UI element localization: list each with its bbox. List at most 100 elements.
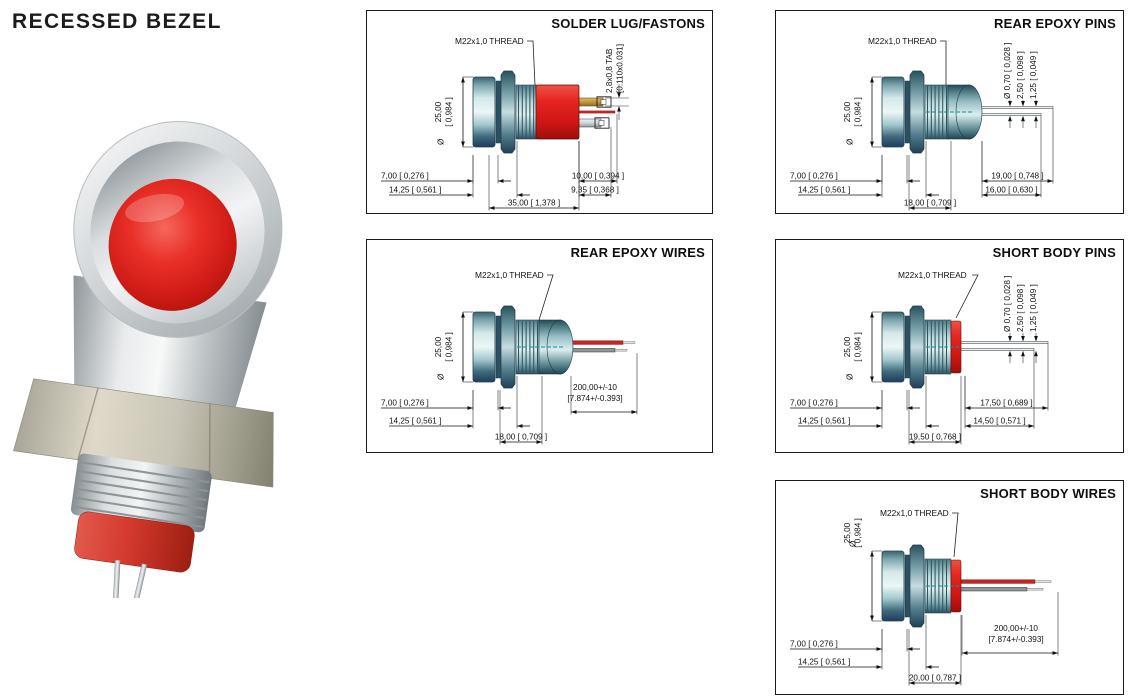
dim-arrow xyxy=(1021,115,1025,122)
wire-length-label: [7.874+/-0.393] xyxy=(567,394,622,403)
dim-label-rotated: 2,50 [ 0,098 ] xyxy=(1016,51,1025,99)
faston-tab-upper xyxy=(578,97,604,107)
thread-ridge xyxy=(73,505,203,528)
dim-arrow xyxy=(876,665,882,669)
dim-arrow xyxy=(461,312,465,318)
washer xyxy=(904,80,910,144)
wire-grey-stripped-end xyxy=(1026,588,1044,591)
dim-arrow xyxy=(498,406,504,410)
contact-pin-lower xyxy=(958,348,1035,351)
dim-label: 7,00 [ 0,276 ] xyxy=(790,171,838,180)
dim-arrow xyxy=(965,424,971,428)
dim-label: 14,25 [ 0,561 ] xyxy=(798,416,850,425)
dim-arrow xyxy=(945,206,951,210)
dim-label: 20,00 [ 0,787 ] xyxy=(909,673,961,682)
dim-arrow xyxy=(1034,336,1038,342)
dim-label: 7,00 [ 0,276 ] xyxy=(790,639,838,648)
washer xyxy=(904,315,910,379)
indicator-photo-group xyxy=(13,121,283,606)
panel-title: SOLDER LUG/FASTONS xyxy=(551,16,705,31)
thread-ridge xyxy=(79,461,210,484)
hex-nut xyxy=(909,544,925,628)
dim-arrow xyxy=(965,406,971,410)
faston-tip-frame xyxy=(596,96,612,108)
dim-arrow xyxy=(579,193,585,197)
washer xyxy=(495,315,501,379)
dim-arrow xyxy=(1042,406,1048,410)
dim-arrow xyxy=(876,179,882,183)
hex-facet-line xyxy=(208,403,211,479)
dim-arrow xyxy=(467,424,473,428)
dim-arrow xyxy=(1021,101,1025,107)
wire-red-stripped-end xyxy=(622,341,636,344)
thread-leader-line xyxy=(940,40,947,85)
dim-arrow xyxy=(573,206,579,210)
dim-label-rotated: 25,00 xyxy=(434,336,443,357)
red-lens xyxy=(108,178,237,311)
thread-ridge xyxy=(74,496,205,519)
thread-label: M22x1,0 THREAD xyxy=(868,36,937,46)
dim-arrow xyxy=(461,77,465,83)
dim-label: 17,50 [ 0,689 ] xyxy=(980,398,1032,407)
dim-arrow xyxy=(876,424,882,428)
dim-label: 7,00 [ 0,276 ] xyxy=(381,171,429,180)
hex-flange xyxy=(13,378,274,488)
bezel xyxy=(472,76,496,148)
dim-arrow xyxy=(605,193,611,197)
thread-leader-line xyxy=(538,274,554,321)
thread-label: M22x1,0 THREAD xyxy=(475,270,544,280)
dim-label-rotated: [ 0,984 ] xyxy=(854,332,863,362)
thread-leader-line xyxy=(527,40,536,86)
dim-arrow xyxy=(870,551,874,557)
wire-grey xyxy=(566,348,616,353)
dim-label-rotated: 2,8x0,8 TAB xyxy=(605,48,614,93)
dim-label: 16,00 [ 0,630 ] xyxy=(985,185,1037,194)
dim-arrow xyxy=(982,179,988,183)
dim-arrow xyxy=(1034,350,1038,357)
dim-arrow xyxy=(909,206,915,210)
dim-arrow xyxy=(870,615,874,621)
bezel xyxy=(472,311,496,383)
wire-red-stripped-end xyxy=(1034,580,1052,583)
dim-arrow xyxy=(489,206,495,210)
dim-label-rotated: Ø xyxy=(846,373,855,380)
dim-arrow xyxy=(926,424,932,428)
dim-arrow xyxy=(907,179,913,183)
dim-label-rotated: [ 0,984 ] xyxy=(854,518,863,548)
dim-label-rotated: 25,00 xyxy=(843,101,852,122)
dim-label: 18,00 [ 0,709 ] xyxy=(495,432,547,441)
wire-grey xyxy=(958,587,1028,592)
dim-arrow xyxy=(1047,179,1053,183)
dim-label-rotated: 1,25 [ 0,049 ] xyxy=(1029,284,1038,332)
thread-label: M22x1,0 THREAD xyxy=(880,508,949,518)
faston-tab-lower xyxy=(578,118,602,128)
dim-label: 9,35 [ 0,368 ] xyxy=(571,185,619,194)
dim-arrow xyxy=(870,77,874,83)
product-photo-illustration xyxy=(13,121,283,606)
hex-nut xyxy=(500,305,516,389)
hex-facet-line xyxy=(77,387,99,460)
red-base xyxy=(74,511,195,573)
dim-arrow xyxy=(1008,115,1012,122)
faston-tip-frame xyxy=(594,117,610,129)
dim-arrow xyxy=(467,406,473,410)
dim-label: 14,25 [ 0,561 ] xyxy=(389,416,441,425)
dim-label: 7,00 [ 0,276 ] xyxy=(381,398,429,407)
thread-label: M22x1,0 THREAD xyxy=(898,270,967,280)
dim-label-rotated: Ø xyxy=(846,138,855,145)
thread-leader-line xyxy=(952,512,959,558)
contact-pin-lower xyxy=(975,113,1042,116)
rear-body-red xyxy=(535,84,580,140)
dim-arrow xyxy=(955,681,961,685)
dim-arrow xyxy=(461,376,465,382)
dim-arrow xyxy=(909,440,915,444)
bezel xyxy=(881,550,905,622)
dim-label-rotated: [ 0,984 ] xyxy=(445,332,454,362)
contact-pin xyxy=(132,563,148,605)
dim-arrow xyxy=(467,193,473,197)
dim-label-rotated: 1,25 [ 0,049 ] xyxy=(1029,51,1038,99)
